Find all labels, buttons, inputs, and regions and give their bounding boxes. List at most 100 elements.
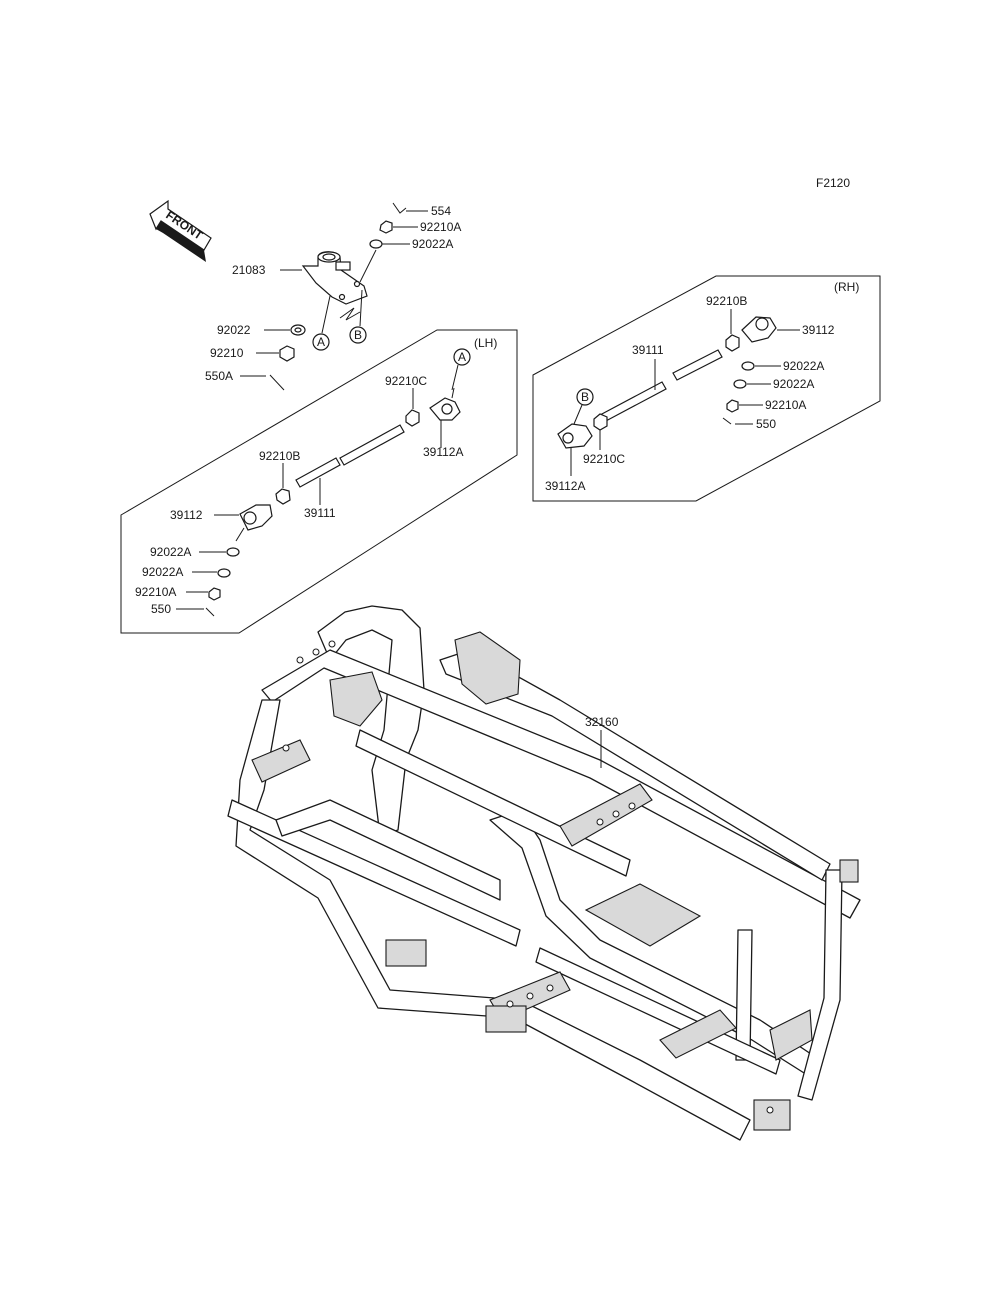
- frame-hole: [282, 744, 290, 752]
- frame-rear-bracket: [769, 1009, 813, 1061]
- tie-rod-39111-lh-thread: [295, 457, 341, 488]
- pitman-arm-bore: [322, 253, 336, 261]
- label-92022A-lh-1: 92022A: [150, 545, 191, 559]
- ref-circle-a-top: [312, 333, 330, 351]
- label-21083: 21083: [232, 263, 266, 277]
- frame-mount-block-3: [753, 1099, 791, 1131]
- washer-92022A-top: [369, 239, 383, 249]
- label-550-lh: 550: [151, 602, 171, 616]
- frame-hole: [766, 1106, 774, 1114]
- frame-hole: [612, 810, 620, 818]
- leader-pivot: [359, 249, 377, 283]
- frame-center-plate: [584, 883, 702, 947]
- cotter-pin-550-lh: [205, 607, 215, 617]
- tie-rod-39111-lh: [339, 424, 405, 466]
- nut-92210A-lh: [208, 587, 221, 601]
- nut-92210B-lh: [275, 488, 291, 505]
- label-39112-lh: 39112: [170, 508, 203, 522]
- frame-crossmember-2: [355, 729, 631, 877]
- break-mark: [339, 307, 361, 321]
- tie-rod-end-39112A-lh-stud: [451, 387, 455, 399]
- ref-a-top: A: [317, 335, 325, 349]
- frame-front-bracket: [454, 631, 521, 705]
- tie-rod-39111-rh: [672, 349, 723, 381]
- frame-hole: [526, 992, 534, 1000]
- label-39112-rh: 39112: [802, 323, 835, 337]
- label-32160: 32160: [585, 715, 619, 729]
- ref-b-top: B: [354, 328, 362, 342]
- frame-front-tower: [317, 605, 425, 837]
- ref-circle-b-rh: [576, 388, 594, 406]
- frame-steering-plate: [329, 671, 383, 727]
- nut-92210A-top: [379, 220, 393, 234]
- washer-92022A-rh-1: [741, 361, 755, 371]
- washer-92022A-rh-2: [733, 379, 747, 389]
- tie-rod-end-39112-lh-ball: [243, 511, 257, 525]
- nut-92210A-rh: [726, 399, 739, 413]
- ref-circle-b-top: [349, 326, 367, 344]
- label-92210B-rh: 92210B: [706, 294, 747, 308]
- rh-tie-rod-box: (RH) 92210B 39112 92022A 92022A 92210A 5…: [532, 275, 881, 502]
- lh-tie-rod-box: (LH) A 39112A 92210C 39111 92210 B 39112: [120, 329, 518, 634]
- label-92022A-rh-1: 92022A: [783, 359, 824, 373]
- frame-rear-floor-plate: [659, 1009, 737, 1059]
- tie-rod-end-39112A-lh-ball: [441, 403, 453, 415]
- label-92210A-lh: 92210A: [135, 585, 176, 599]
- ref-circle-a-lh: [453, 348, 471, 366]
- pitman-arm-hole-b: [353, 280, 361, 288]
- frame-mount-block-1: [385, 939, 427, 967]
- cotter-pin-554: [392, 202, 407, 214]
- frame-right-lower-loop: [489, 809, 821, 1079]
- frame-mount-block-2: [485, 1005, 527, 1033]
- label-39111-lh: 39111: [304, 506, 336, 520]
- tie-rod-end-39112A-rh-ball: [562, 432, 574, 444]
- leader-ref-a-lh: [451, 364, 459, 391]
- label-92210A-rh: 92210A: [765, 398, 806, 412]
- frame-hole: [628, 802, 636, 810]
- pitman-arm-tab: [335, 261, 351, 271]
- label-550A: 550A: [205, 369, 233, 383]
- label-39111-rh: 39111: [632, 343, 664, 357]
- frame-upper-left-rail: [261, 649, 861, 919]
- washer-92022-hole: [294, 327, 302, 333]
- washer-92022A-lh-1: [226, 547, 240, 557]
- frame-mounting-holes: [282, 640, 774, 1114]
- tie-rod-end-39112-lh-stud: [235, 527, 245, 542]
- label-550-rh: 550: [756, 417, 776, 431]
- tie-rod-end-39112-rh-ball: [755, 317, 769, 331]
- label-92210: 92210: [210, 346, 244, 360]
- label-92022: 92022: [217, 323, 251, 337]
- frame-upper-gusset: [559, 783, 653, 847]
- front-arrow-icon: FRONT: [149, 199, 212, 262]
- pitman-arm-hole-a: [338, 293, 346, 301]
- label-92022A-rh-2: 92022A: [773, 377, 814, 391]
- nut-92210C-rh: [593, 413, 608, 431]
- ref-a-lh: A: [458, 350, 466, 364]
- label-92022A-lh-2: 92022A: [142, 565, 183, 579]
- leader-ref-a: [321, 295, 331, 334]
- leader-ref-b: [359, 289, 363, 327]
- steering-arm-assembly: 554 92210A 92022A 21083 92022 92210 550A: [205, 202, 461, 391]
- cotter-pin-550-rh: [722, 417, 732, 425]
- figure-code: F2120: [816, 176, 850, 190]
- ref-b-rh: B: [581, 390, 589, 404]
- frame-hole: [546, 984, 554, 992]
- label-39112A-lh: 39112A: [423, 445, 463, 459]
- label-39112A-rh: 39112A: [545, 479, 585, 493]
- leader-ref-b-rh: [573, 404, 583, 425]
- frame-crossmember-1: [227, 799, 521, 947]
- label-92210C-lh: 92210C: [385, 374, 427, 388]
- washer-92022A-lh-2: [217, 568, 231, 578]
- frame-floor-rail: [275, 799, 501, 901]
- lh-variant-label: (LH): [474, 336, 497, 350]
- frame-hole: [328, 640, 336, 648]
- rh-variant-label: (RH): [834, 280, 859, 294]
- lh-box-outline: [120, 329, 518, 634]
- label-554: 554: [431, 204, 451, 218]
- nut-92210B-rh: [725, 334, 740, 352]
- label-92210C-rh: 92210C: [583, 452, 625, 466]
- frame-hole: [312, 648, 320, 656]
- frame-32160: 32160: [227, 605, 861, 1141]
- rh-box-outline: [532, 275, 881, 502]
